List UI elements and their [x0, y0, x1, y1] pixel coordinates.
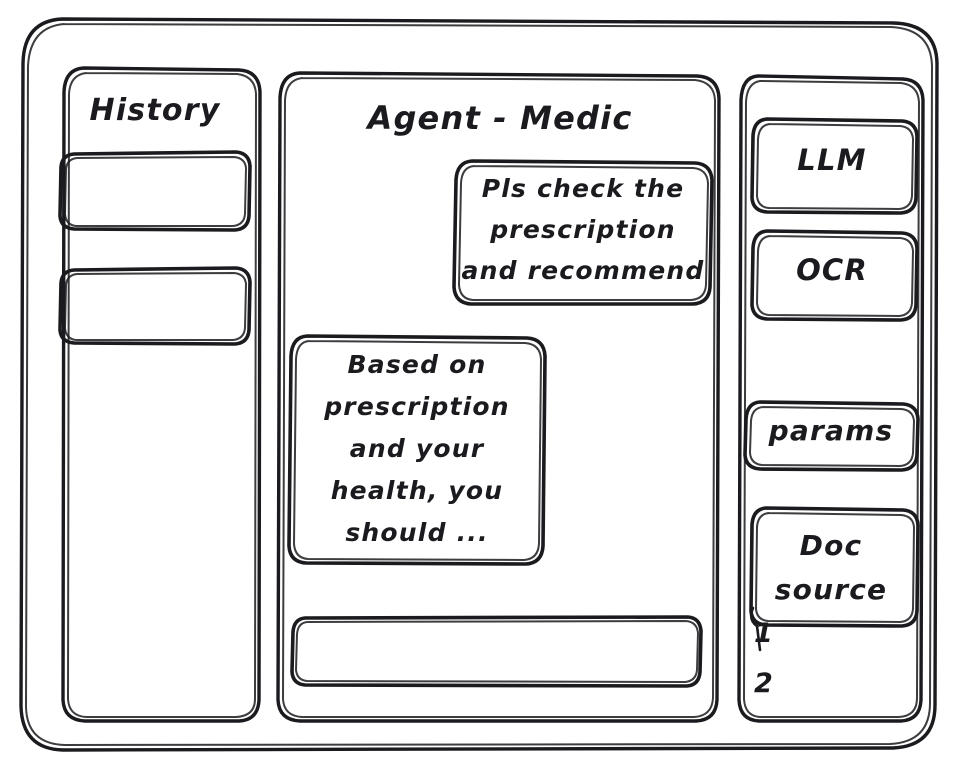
history-list-item[interactable]	[60, 152, 250, 230]
tool-button-ocr[interactable]: OCR	[796, 253, 868, 287]
history-panel-title: History	[89, 93, 221, 128]
chat-message-assistant: Based on prescription and your health, y…	[324, 350, 510, 547]
tool-button-doc-source[interactable]: Doc source	[774, 529, 888, 606]
doc-source-list-item[interactable]: 2	[754, 668, 774, 699]
chat-message-user: Pls check the prescription and recommend	[461, 174, 705, 285]
doc-source-list-item[interactable]: 1	[754, 618, 774, 649]
tool-button-llm[interactable]: LLM	[797, 143, 867, 177]
tool-button-params[interactable]: params	[768, 414, 894, 447]
history-list-item[interactable]	[60, 268, 250, 344]
message-input[interactable]	[292, 617, 701, 686]
page-title: Agent - Medic	[367, 99, 633, 137]
